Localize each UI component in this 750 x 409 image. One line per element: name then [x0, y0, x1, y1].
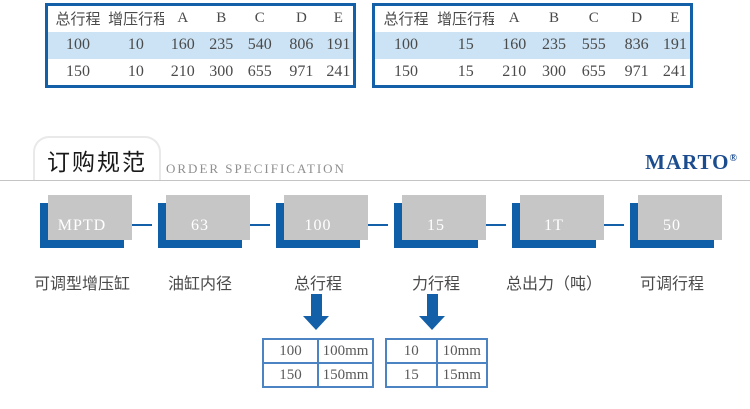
- section-title: 订购规范: [47, 149, 147, 175]
- cell: 150: [394, 63, 419, 81]
- cell: 806: [289, 36, 314, 54]
- brand-logo: MARTO®: [645, 150, 738, 175]
- table-row: 150 150mm: [262, 362, 374, 388]
- table-row: 150 15 210 300 655 971 241: [374, 59, 692, 86]
- cell: 10: [385, 338, 438, 364]
- connector-line: [602, 224, 624, 226]
- spec-table-right: 总行程 增压行程 A B C D E 100 15 160 235 555 83…: [372, 3, 693, 88]
- cell: 235: [209, 36, 234, 54]
- cell: 10mm: [435, 338, 488, 364]
- cell: 15mm: [435, 362, 488, 388]
- code-box-model: MPTD: [40, 195, 132, 248]
- arrow-head: [419, 316, 445, 330]
- table-row: 150 10 210 300 655 971 241: [47, 59, 355, 86]
- cell: 235: [541, 36, 566, 54]
- cell: 836: [624, 36, 649, 54]
- cell: 150: [262, 362, 319, 388]
- col-header: E: [333, 10, 343, 27]
- col-header: 增压行程: [437, 12, 495, 29]
- code-box-output: 1T: [512, 195, 604, 248]
- segment-label-adj-stroke: 可调行程: [639, 276, 704, 293]
- col-header: B: [548, 10, 559, 27]
- section-title-box: 订购规范: [33, 136, 161, 181]
- down-arrow-icon: [419, 294, 445, 330]
- col-header: 总行程: [55, 12, 101, 29]
- cell: 15: [385, 362, 438, 388]
- cell: 150mm: [317, 362, 374, 388]
- section-subtitle: ORDER SPECIFICATION: [166, 161, 346, 176]
- spec-table-left: 总行程 增压行程 A B C D E 100 10 160 235 540 80…: [45, 3, 356, 88]
- code-box-force-stroke: 15: [394, 195, 486, 248]
- cell: 555: [581, 36, 606, 54]
- cell: 15: [457, 63, 474, 81]
- arrow-stem: [426, 294, 438, 316]
- segment-label-total-stroke: 总行程: [293, 276, 342, 293]
- cell: 15: [457, 36, 474, 54]
- down-arrow-icon: [303, 294, 329, 330]
- table-row: 10 10mm: [385, 338, 488, 364]
- code-box-adj-stroke: 50: [630, 195, 722, 248]
- cell: 540: [247, 36, 272, 54]
- arrow-head: [303, 316, 329, 330]
- table-row: 100 100mm: [262, 338, 374, 364]
- cell: 100: [66, 36, 91, 54]
- col-header: E: [670, 10, 680, 27]
- cell: 971: [624, 63, 649, 81]
- table-row: 100 10 160 235 540 806 191: [46, 31, 355, 60]
- cell: 100: [262, 338, 319, 364]
- connector-line: [248, 224, 270, 226]
- col-header: A: [177, 10, 189, 27]
- total-stroke-options-table: 100 100mm 150 150mm: [262, 338, 374, 388]
- cell: 241: [662, 63, 687, 81]
- force-stroke-options-table: 10 10mm 15 15mm: [385, 338, 488, 388]
- col-header: A: [508, 10, 520, 27]
- code-box-bore: 63: [158, 195, 250, 248]
- col-header: B: [216, 10, 227, 27]
- brand-name: MARTO: [645, 150, 730, 174]
- cell: 191: [662, 36, 687, 54]
- segment-label-force-stroke: 力行程: [411, 276, 460, 293]
- registered-mark: ®: [729, 153, 738, 164]
- cell: 655: [247, 63, 272, 81]
- cell: 160: [170, 36, 195, 54]
- spec-table-right-header: 总行程 增压行程 A B C D E: [374, 5, 692, 32]
- header-divider: [0, 180, 750, 181]
- cell: 191: [326, 36, 351, 54]
- arrow-stem: [310, 294, 322, 316]
- connector-line: [484, 224, 506, 226]
- cell: 150: [66, 63, 91, 81]
- code-box-total-stroke: 100: [276, 195, 368, 248]
- segment-label-output: 总出力（吨）: [505, 276, 602, 293]
- col-header: D: [295, 10, 307, 27]
- cell: 210: [170, 63, 195, 81]
- col-header: D: [631, 10, 643, 27]
- cell: 971: [289, 63, 314, 81]
- connector-line: [130, 224, 152, 226]
- table-row: 100 15 160 235 555 836 191: [373, 31, 692, 60]
- cell: 160: [502, 36, 527, 54]
- cell: 300: [541, 63, 566, 81]
- spec-table-left-header: 总行程 增压行程 A B C D E: [47, 5, 355, 32]
- cell: 241: [326, 63, 351, 81]
- cell: 10: [127, 63, 144, 81]
- segment-label-model: 可调型增压缸: [33, 276, 130, 293]
- col-header: 增压行程: [108, 12, 164, 29]
- cell: 210: [502, 63, 527, 81]
- cell: 300: [209, 63, 234, 81]
- segment-label-bore: 油缸内径: [167, 276, 232, 293]
- col-header: C: [254, 10, 265, 27]
- table-row: 15 15mm: [385, 362, 488, 388]
- cell: 655: [581, 63, 606, 81]
- cell: 100mm: [317, 338, 374, 364]
- cell: 100: [394, 36, 419, 54]
- connector-line: [366, 224, 388, 226]
- cell: 10: [127, 36, 144, 54]
- col-header: 总行程: [383, 12, 429, 29]
- col-header: C: [588, 10, 599, 27]
